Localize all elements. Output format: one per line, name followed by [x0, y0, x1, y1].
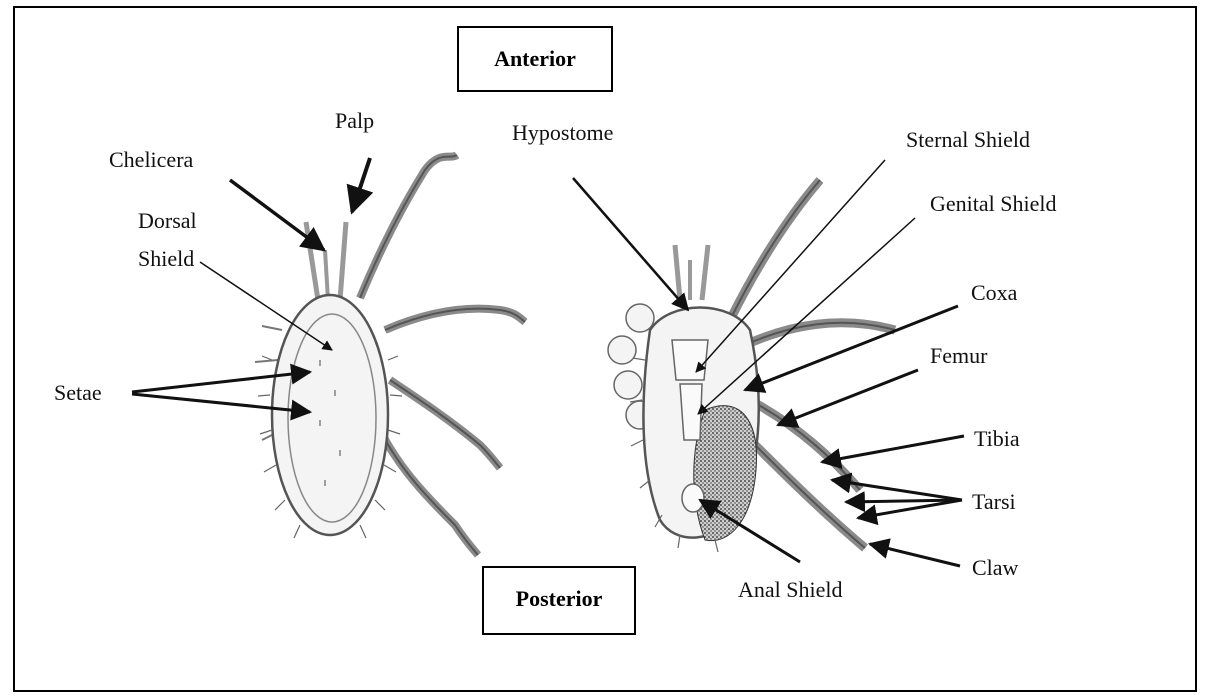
label-genital-shield: Genital Shield	[930, 191, 1056, 216]
arrow-palp	[352, 158, 370, 212]
anterior-box: Anterior	[458, 27, 612, 91]
label-sternal-shield: Sternal Shield	[906, 127, 1030, 152]
posterior-box: Posterior	[483, 567, 635, 634]
label-chelicera: Chelicera	[109, 147, 194, 172]
arrow-hypostome	[573, 178, 688, 310]
arrow-tibia	[822, 436, 964, 462]
anterior-label: Anterior	[494, 46, 576, 71]
label-claw: Claw	[972, 555, 1019, 580]
label-setae: Setae	[54, 380, 102, 405]
label-hypostome: Hypostome	[512, 120, 613, 145]
arrow-femur	[778, 370, 918, 425]
label-dorsal-shield-line2: Shield	[138, 246, 194, 271]
label-palp: Palp	[335, 108, 374, 133]
label-tarsi: Tarsi	[972, 489, 1016, 514]
arrow-tarsi-1	[832, 480, 962, 500]
label-tibia: Tibia	[974, 426, 1020, 451]
arrow-chelicera	[230, 180, 324, 250]
dorsal-view-mite	[255, 155, 525, 555]
label-anal-shield: Anal Shield	[738, 577, 843, 602]
posterior-label: Posterior	[516, 586, 603, 611]
label-dorsal-shield-line1: Dorsal	[138, 208, 197, 233]
arrow-claw	[870, 544, 960, 566]
label-femur: Femur	[930, 343, 988, 368]
label-coxa: Coxa	[971, 280, 1018, 305]
arrow-sternal-shield	[696, 160, 885, 372]
